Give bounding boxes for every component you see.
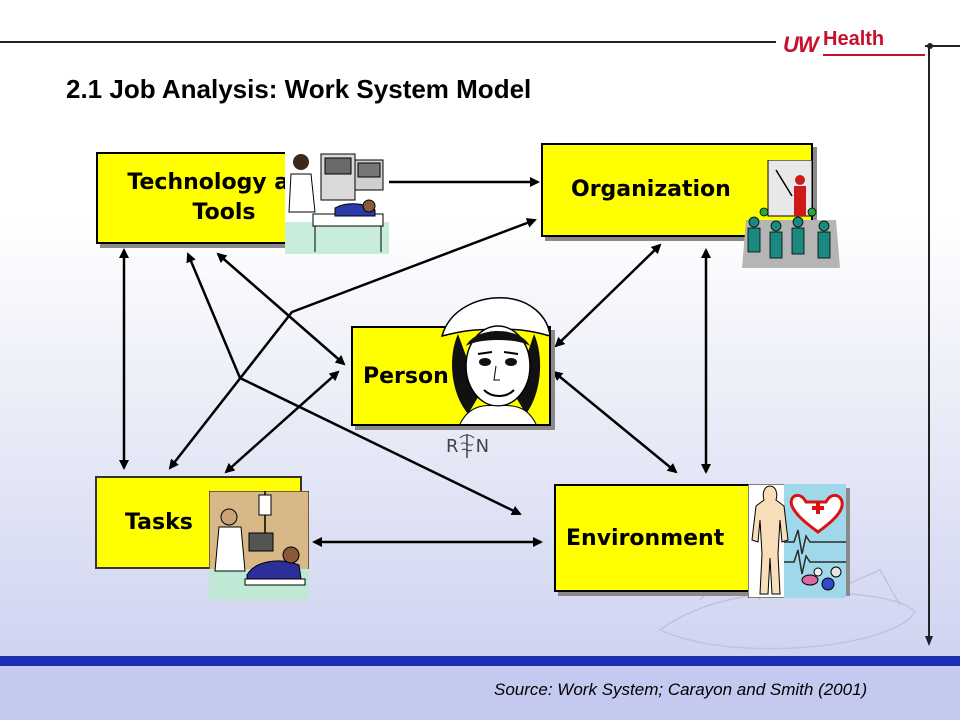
footer-blue-band: [0, 656, 960, 666]
nurse-iv-patient-clipart-icon: [209, 491, 309, 600]
health-environment-clipart-icon: [748, 484, 846, 598]
arrow-person-tasks: [224, 370, 340, 474]
node-person-label: Person: [363, 364, 449, 389]
arrow-person-env: [552, 370, 678, 474]
uw-health-logo: UW Health: [783, 28, 925, 60]
arrow-tech-person: [216, 252, 346, 366]
slide-title: 2.1 Job Analysis: Work System Model: [66, 74, 532, 104]
node-tasks-label: Tasks: [125, 510, 193, 535]
arrow-org-person: [554, 243, 662, 348]
footer-bar: [0, 666, 960, 720]
logo-health-text: Health: [823, 28, 885, 50]
logo-underline: [823, 54, 925, 56]
medical-equipment-clipart-icon: [285, 152, 389, 254]
source-citation: Source: Work System; Carayon and Smith (…: [494, 680, 868, 699]
node-environment-label: Environment: [566, 526, 725, 551]
caduceus-icon: [459, 434, 475, 458]
meeting-presentation-clipart-icon: [742, 160, 840, 268]
logo-uw-text: UW: [783, 32, 819, 57]
nurse-portrait-clipart-icon: [440, 297, 551, 425]
arrow-tech-env: [186, 252, 522, 516]
node-organization-label: Organization: [571, 177, 731, 202]
rn-badge: R N: [446, 436, 490, 457]
